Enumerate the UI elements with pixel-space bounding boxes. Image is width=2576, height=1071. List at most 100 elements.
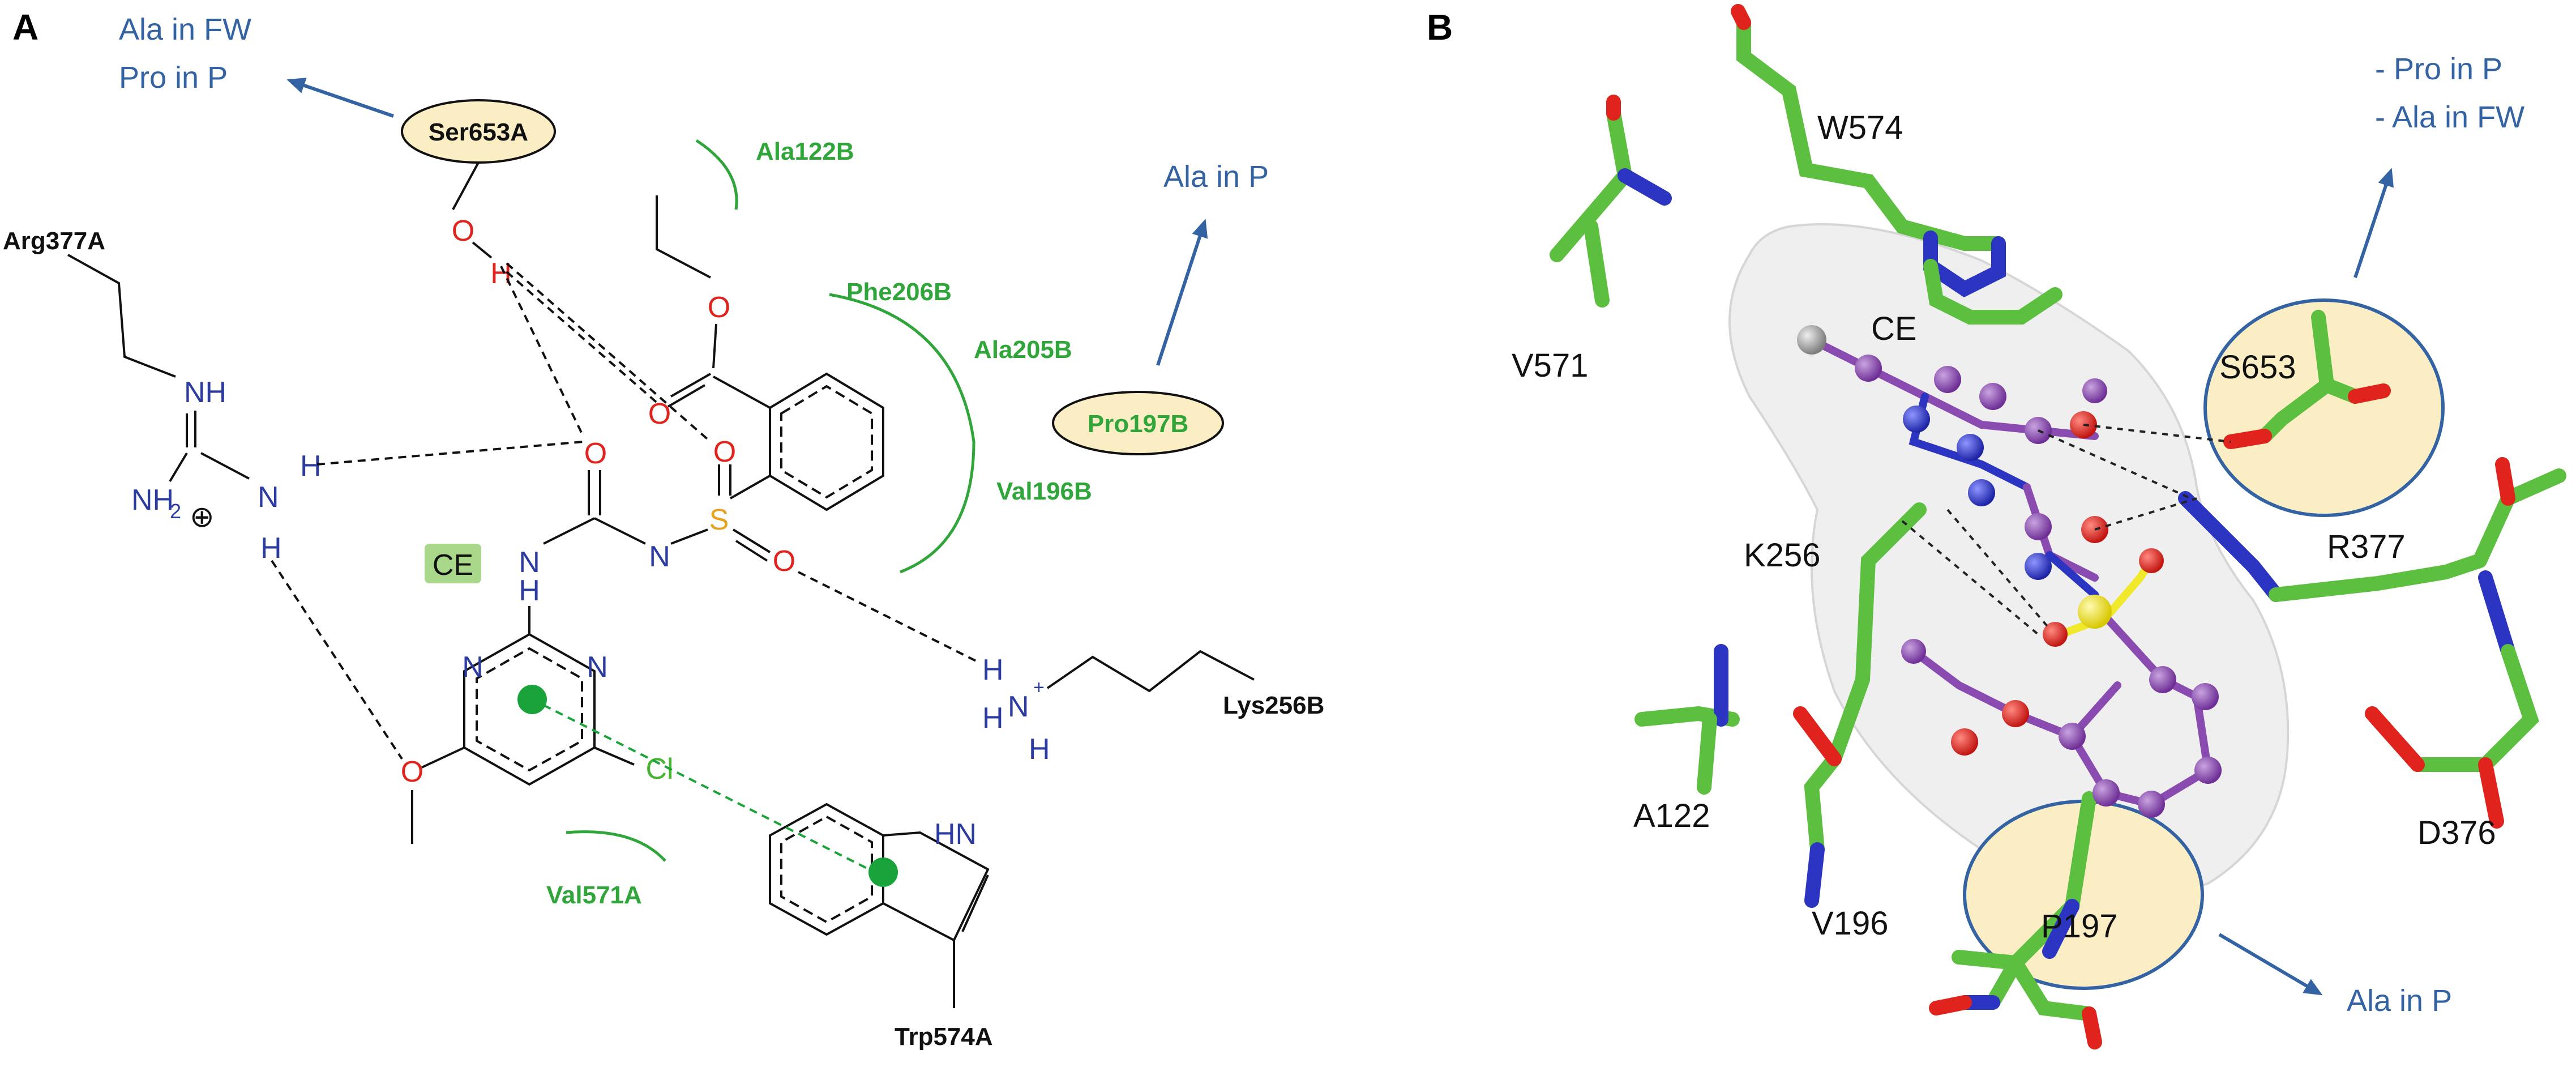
contact-dashes <box>1901 424 2231 635</box>
v571-label: V571 <box>1512 347 1588 384</box>
pyr-ome-bond <box>421 746 465 769</box>
ester-bond1 <box>712 323 717 369</box>
indole-benzene <box>769 803 884 936</box>
pro197-label: Pro197B <box>1088 410 1189 438</box>
panel-a: A Ala in FW Pro in P Ser653A O H Ala122B… <box>3 7 1324 1051</box>
ser-oh-bond <box>472 241 493 259</box>
arg-chain <box>67 254 176 378</box>
ala205-label: Ala205B <box>974 336 1072 364</box>
urea-nh-bond <box>543 517 595 545</box>
so-bond2b <box>735 540 768 562</box>
top-note-line2: - Ala in FW <box>2375 100 2524 134</box>
sulfonyl-oxygen2: O <box>773 545 795 578</box>
pyrimidine-aromatic <box>476 647 583 772</box>
bottom-note: Ala in P <box>2347 984 2452 1018</box>
s653-sticks <box>2223 310 2391 449</box>
urea-oxygen: O <box>584 437 607 470</box>
hbond-arg-ome <box>271 560 403 760</box>
urea-h: H <box>519 574 540 607</box>
pro-note-arrow <box>1156 219 1208 366</box>
sulfur: S <box>709 504 729 536</box>
d376-sticks <box>2365 644 2539 829</box>
s653-note-arrow <box>2354 168 2394 278</box>
indole-double <box>961 874 989 932</box>
pyr-n1: N <box>462 651 483 684</box>
trp-hn: HN <box>934 818 977 851</box>
lys-n: N <box>1008 690 1029 723</box>
arg-charge: ⊕ <box>190 501 215 534</box>
arg-nh: NH <box>184 376 226 409</box>
ser-note-arrow <box>286 78 394 118</box>
lys-chain <box>1046 650 1255 693</box>
ala122-arc <box>695 139 738 210</box>
s653-highlight <box>2203 298 2445 517</box>
ester-oxygen1: O <box>708 291 730 324</box>
pyr-cl-bond <box>594 746 635 766</box>
indole-aromatic <box>780 815 873 924</box>
pi-stack-line <box>543 704 875 873</box>
pyrimidine-ring <box>463 633 596 786</box>
methoxy-oxygen: O <box>401 756 423 788</box>
ester-ethyl <box>656 195 711 279</box>
k256-sticks <box>1793 502 1927 908</box>
molecular-surface <box>1728 223 2290 896</box>
urea-n: N <box>519 546 540 579</box>
benzene-aromatic <box>780 385 873 499</box>
ser-note-line2: Pro in P <box>119 61 228 95</box>
w574-label: W574 <box>1817 109 1903 146</box>
hbond-ser-sulf <box>506 262 712 443</box>
lys-h1: H <box>982 654 1004 686</box>
ester-oxygen2: O <box>648 398 671 430</box>
phe-val-arc <box>829 293 975 574</box>
ser-bond <box>452 162 480 210</box>
s-ring-bond <box>730 475 771 500</box>
phe206-label: Phe206B <box>846 278 952 306</box>
a122-label: A122 <box>1633 797 1710 834</box>
hbond-sulf-lys <box>798 571 980 664</box>
ce-highlight <box>425 544 481 583</box>
sulfonyl-n: N <box>649 540 670 573</box>
so-bond2a <box>732 528 771 553</box>
ester-ring-bond <box>713 376 771 409</box>
v571-sticks <box>1550 95 1672 308</box>
urea-n-bond <box>594 517 646 545</box>
arg-nh2-subscript: 2 <box>170 500 181 523</box>
a122-sticks <box>1634 644 1740 795</box>
r377-sticks <box>2178 457 2566 659</box>
ligand-atoms <box>1797 325 2222 818</box>
pyr-centroid <box>517 685 547 714</box>
indole-centroid <box>868 857 898 887</box>
benzene-ring <box>769 372 884 511</box>
hbond-ser-urea <box>500 266 584 437</box>
ser653-label: Ser653A <box>429 118 528 146</box>
arg-h2: H <box>260 532 282 565</box>
lys-h3: H <box>1029 733 1050 766</box>
r377-label: R377 <box>2327 528 2406 565</box>
arg-h1: H <box>300 450 322 483</box>
hbond-ser-ester <box>506 271 661 406</box>
panel-b-label: B <box>1427 7 1453 48</box>
k256-label: K256 <box>1744 537 1820 574</box>
val196-label: Val196B <box>996 477 1092 505</box>
arg377-label: Arg377A <box>3 227 105 255</box>
w574-sticks <box>1731 4 2062 325</box>
ester-co2 <box>667 384 706 408</box>
pro197-oval <box>1052 391 1224 455</box>
pro-note: Ala in P <box>1163 160 1269 194</box>
arg-n-bond <box>200 452 250 480</box>
hbond-arg-urea <box>316 441 584 466</box>
pyr-n2: N <box>587 651 608 684</box>
ser-oxygen: O <box>452 215 474 248</box>
d376-label: D376 <box>2417 814 2496 851</box>
v196-p197-sticks <box>1929 791 2102 1049</box>
lys-charge: + <box>1033 677 1045 698</box>
trp574-label: Trp574A <box>895 1023 993 1051</box>
val571-label: Val571A <box>546 881 642 909</box>
lys256-label: Lys256B <box>1223 692 1324 719</box>
ce-label-a: CE <box>433 549 473 582</box>
arg-nh2-bond <box>169 452 188 483</box>
sulfonyl-oxygen1: O <box>713 436 736 468</box>
ala122-label: Ala122B <box>756 138 854 165</box>
s653-label: S653 <box>2219 349 2296 386</box>
